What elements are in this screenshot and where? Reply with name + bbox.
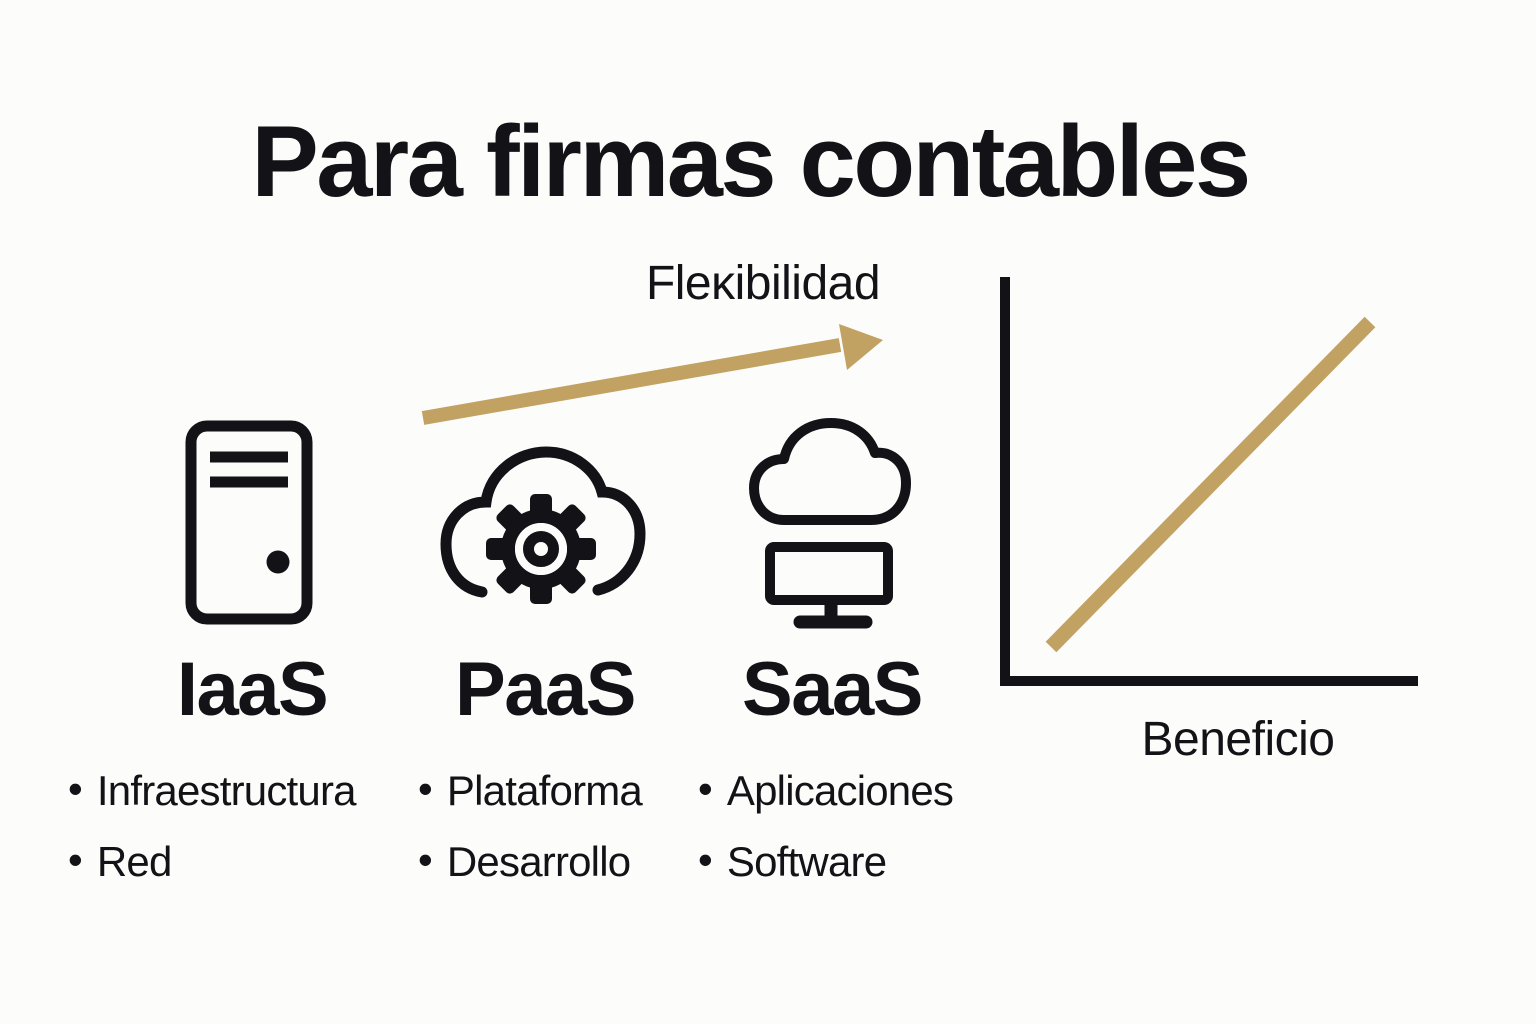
flexibility-arrow-icon <box>421 324 883 425</box>
chart-axes <box>1000 277 1418 686</box>
bullet-item: Red <box>68 831 356 902</box>
bullet-item: Infraestructura <box>68 760 357 831</box>
cloud-gear-icon <box>440 446 646 607</box>
service-label-iaas: IaaS <box>176 647 329 732</box>
server-icon <box>185 420 313 625</box>
bullet-list-iaas: Infraestructura Red <box>68 760 357 902</box>
bullet-item: Plataforma <box>418 760 643 831</box>
flexibility-arrow-label: Fleĸibilidad <box>645 257 881 310</box>
bullet-item: Desarrollo <box>418 831 642 902</box>
chart-x-axis-label: Beneficio <box>1141 713 1335 766</box>
bullet-list-saas: Aplicaciones Software <box>698 760 954 902</box>
bullet-item: Software <box>698 831 953 902</box>
bullet-item: Aplicaciones <box>698 760 954 831</box>
chart-trend-line <box>1045 316 1376 653</box>
service-label-saas: SaaS <box>742 647 923 732</box>
bullet-list-paas: Plataforma Desarrollo <box>418 760 643 902</box>
service-label-paas: PaaS <box>455 647 636 732</box>
page-title: Para firmas contables <box>251 106 1251 218</box>
benefit-chart <box>1000 277 1418 686</box>
cloud-monitor-icon <box>749 418 911 629</box>
gear-glyph <box>486 494 596 604</box>
